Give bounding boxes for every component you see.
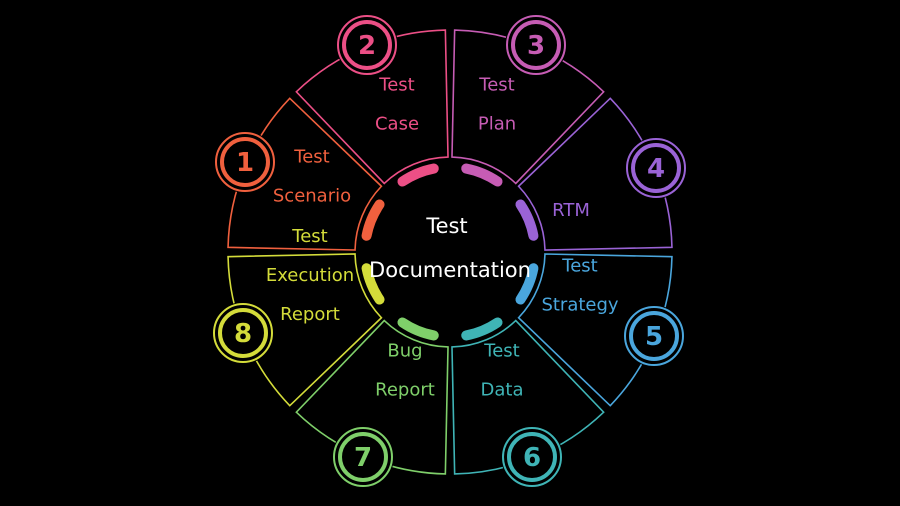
badge-6: 6	[501, 426, 563, 488]
badge-3-number: 3	[527, 31, 545, 61]
badge-7-number: 7	[354, 443, 372, 473]
badge-1-number: 1	[236, 148, 254, 178]
segment-6-label-line-1: Test	[483, 341, 519, 362]
badge-8: 8	[212, 302, 274, 364]
segment-3-label-line-2: Plan	[478, 114, 516, 135]
segment-4-label-line-1: RTM	[552, 200, 590, 221]
segment-7-label-line-2: Report	[375, 380, 435, 401]
segment-8-label-line-3: Report	[280, 304, 340, 325]
segment-6-label-line-2: Data	[481, 380, 524, 401]
segment-7-inner-arc	[397, 317, 439, 341]
segment-1-label-line-1: Test	[293, 147, 329, 168]
badge-3: 3	[505, 14, 567, 76]
segment-5-label-line-2: Strategy	[541, 295, 618, 316]
badge-5: 5	[623, 305, 685, 367]
badge-5-number: 5	[645, 322, 663, 352]
segments-layer	[227, 29, 673, 475]
badge-2: 2	[336, 14, 398, 76]
segment-1-outline	[227, 97, 383, 251]
badge-8-number: 8	[234, 319, 252, 349]
center-title-line1: Test	[425, 214, 467, 238]
badge-4: 4	[625, 137, 687, 199]
segment-2-inner-arc	[397, 163, 439, 187]
segment-4-inner-arc	[515, 199, 539, 241]
number-badges-layer: 1 2 3 4 5 6 7 8	[212, 14, 687, 488]
segment-3-label-line-1: Test	[478, 75, 514, 96]
badge-6-number: 6	[523, 443, 541, 473]
segment-8-label-line-2: Execution	[266, 265, 354, 286]
badge-4-number: 4	[647, 154, 665, 184]
badge-2-number: 2	[358, 31, 376, 61]
segment-2-outline	[295, 29, 449, 185]
segment-7-label-line-1: Bug	[387, 341, 422, 362]
segment-labels-layer: TestScenarioTestCaseTestPlanRTMTestStrat…	[266, 75, 619, 401]
segment-8-label-line-1: Test	[291, 226, 327, 247]
center-title-line2: Documentation	[369, 258, 531, 282]
inner-arcs-layer	[361, 163, 539, 341]
segment-5-label-line-1: Test	[561, 256, 597, 277]
segment-4-outline	[517, 97, 673, 251]
segment-2-label-line-2: Case	[375, 114, 419, 135]
segment-1-inner-arc	[361, 199, 385, 241]
segment-8-inner-arc	[361, 263, 385, 305]
segment-8-outline	[227, 253, 383, 407]
badge-1: 1	[214, 131, 276, 193]
segment-2-label-line-1: Test	[378, 75, 414, 96]
segment-5-inner-arc	[515, 263, 539, 305]
segment-6-inner-arc	[461, 317, 503, 341]
segment-3-outline	[451, 29, 605, 185]
segment-7-outline	[295, 319, 449, 475]
segment-6-outline	[451, 319, 605, 475]
segment-5-outline	[517, 253, 673, 407]
segment-1-label-line-2: Scenario	[273, 186, 351, 207]
segment-3-inner-arc	[461, 163, 503, 187]
badge-7: 7	[332, 426, 394, 488]
